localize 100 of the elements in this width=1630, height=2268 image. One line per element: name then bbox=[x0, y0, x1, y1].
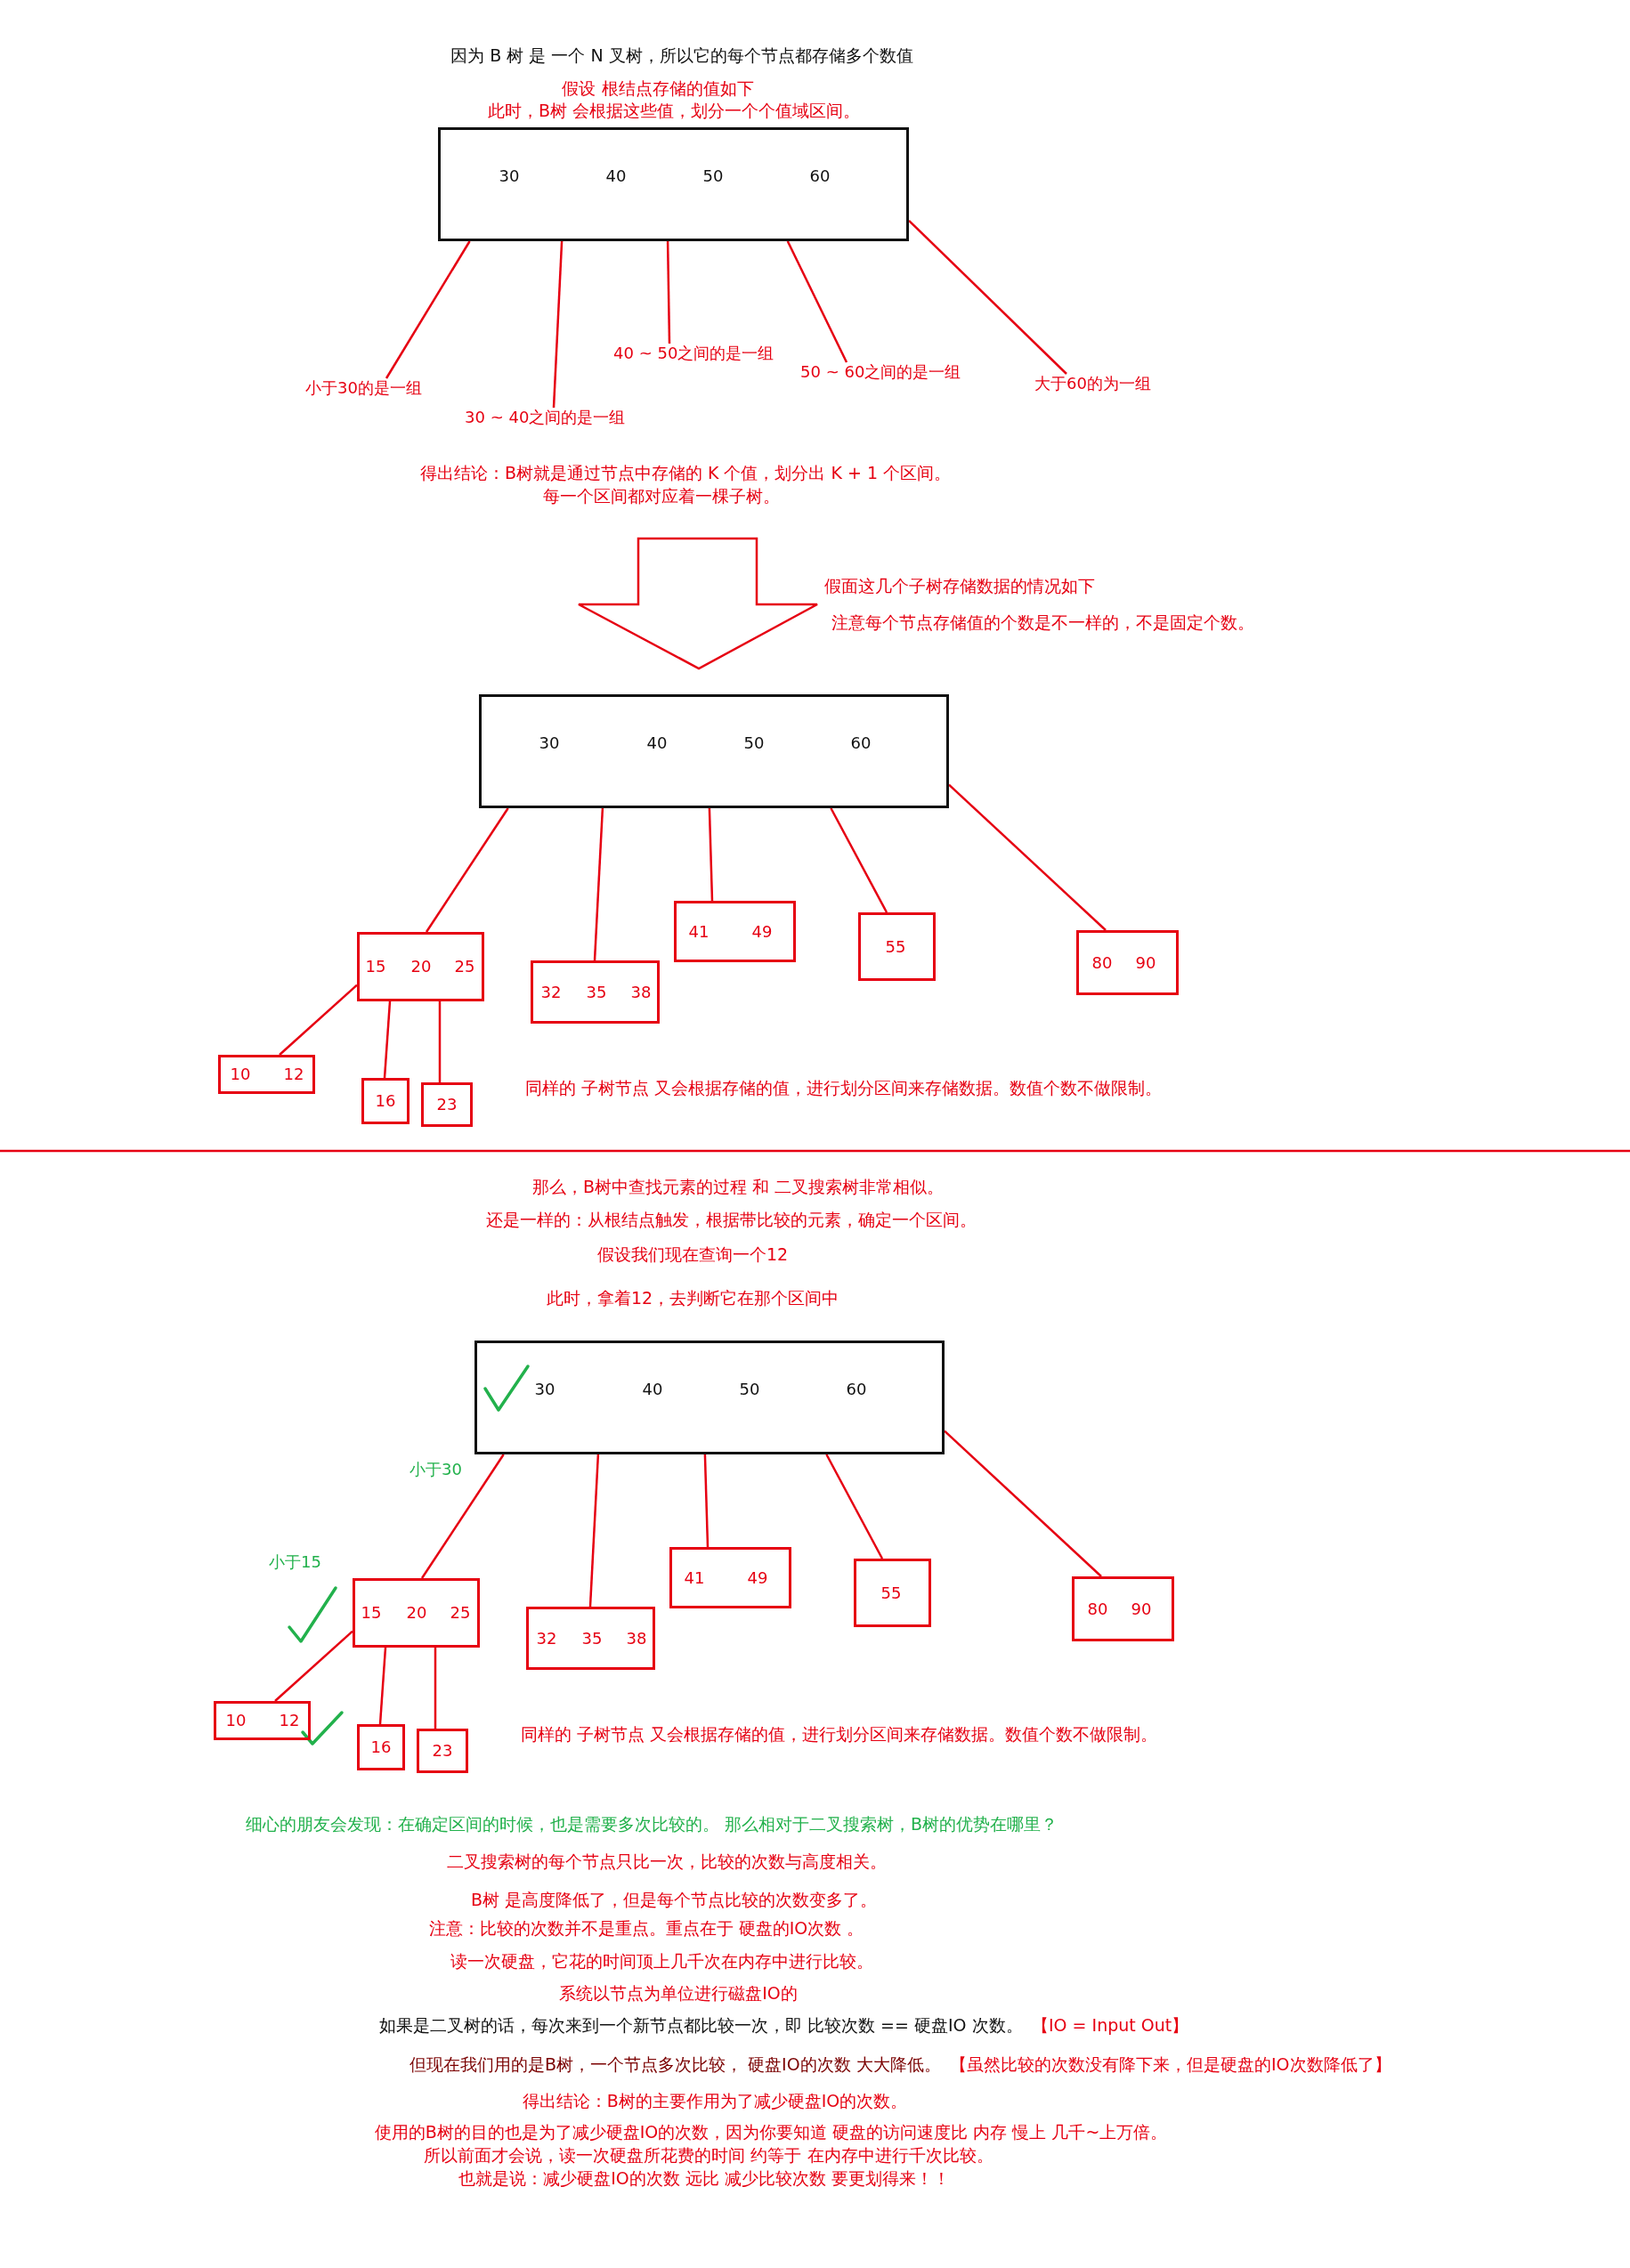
key-value: 49 bbox=[751, 921, 773, 942]
child-node-box bbox=[357, 932, 484, 1001]
heading: 因为 B 树 是 一个 N 叉树，所以它的每个节点都存储多个数值 bbox=[450, 45, 913, 66]
branch-line bbox=[948, 783, 1107, 931]
note-text: 得出结论：B树就是通过节点中存储的 K 个值，划分出 K + 1 个区间。 bbox=[419, 462, 952, 483]
note-text: B树 是高度降低了，但是每个节点比较的次数变多了。 bbox=[470, 1889, 878, 1910]
child-node-box bbox=[218, 1055, 315, 1094]
note-text: 如果是二叉树的话，每次来到一个新节点都比较一次，即 比较次数 == 硬盘IO 次数。 bbox=[379, 2014, 1023, 2036]
key-value: 15 bbox=[365, 957, 386, 976]
range-label: 大于60的为一组 bbox=[1034, 374, 1151, 393]
edge-label: 小于30 bbox=[410, 1460, 462, 1479]
leader-line bbox=[385, 240, 471, 379]
key-value: 55 bbox=[885, 936, 906, 957]
child-node-box bbox=[214, 1701, 311, 1740]
note-text: 每一个区间都对应着一棵子树。 bbox=[543, 485, 780, 506]
child-node-box bbox=[669, 1547, 791, 1608]
child-node-box bbox=[421, 1082, 473, 1127]
child-node-box bbox=[417, 1729, 468, 1773]
note-text: 假面这几个子树存储数据的情况如下 bbox=[824, 575, 1095, 596]
key-value: 10 bbox=[230, 1065, 251, 1084]
key-value: 32 bbox=[540, 982, 562, 1002]
key-value: 25 bbox=[450, 1603, 471, 1623]
note-text: 此时，B树 会根据这些值，划分一个个值域区间。 bbox=[487, 100, 861, 121]
key-value: 16 bbox=[375, 1091, 396, 1111]
key-value: 16 bbox=[370, 1737, 392, 1757]
note-text: 注意每个节点存储值的个数是不一样的，不是固定个数。 bbox=[831, 612, 1254, 633]
note-text: 读一次硬盘，它花的时间顶上几千次在内存中进行比较。 bbox=[450, 1950, 873, 1972]
leader-line bbox=[666, 240, 671, 344]
child-node-box bbox=[1076, 930, 1179, 995]
key-value: 35 bbox=[586, 982, 607, 1002]
branch-line bbox=[383, 1000, 392, 1079]
note-text: 假设我们现在查询一个12 bbox=[596, 1243, 789, 1265]
note-text: 还是一样的：从根结点触发，根据带比较的元素，确定一个区间。 bbox=[485, 1209, 977, 1230]
child-node-box bbox=[353, 1578, 480, 1648]
root-node-box bbox=[438, 127, 909, 241]
key-value: 12 bbox=[279, 1711, 300, 1730]
key-value: 49 bbox=[747, 1567, 768, 1588]
branch-line bbox=[830, 807, 888, 913]
note-text: 所以前面才会说，读一次硬盘所花费的时间 约等于 在内存中进行千次比较。 bbox=[424, 2144, 993, 2166]
key-value: 32 bbox=[536, 1628, 557, 1648]
leader-line bbox=[786, 240, 848, 363]
key-value: 30 bbox=[539, 733, 560, 753]
note-text: 那么，B树中查找元素的过程 和 二叉搜索树非常相似。 bbox=[531, 1176, 945, 1197]
key-value: 38 bbox=[626, 1628, 647, 1648]
note-text: 【IO = Input Out】 bbox=[1032, 2014, 1189, 2036]
key-value: 20 bbox=[406, 1603, 427, 1623]
key-value: 40 bbox=[605, 166, 627, 186]
key-value: 80 bbox=[1087, 1599, 1108, 1619]
key-value: 12 bbox=[283, 1065, 304, 1084]
branch-line bbox=[593, 807, 604, 961]
child-node-box bbox=[357, 1724, 405, 1770]
child-node-box bbox=[526, 1607, 655, 1670]
note-text: 同样的 子树节点 又会根据存储的值，进行划分区间来存储数据。数值个数不做限制。 bbox=[525, 1077, 1163, 1098]
key-value: 10 bbox=[225, 1711, 247, 1730]
key-value: 23 bbox=[436, 1095, 458, 1114]
key-value: 60 bbox=[850, 733, 872, 753]
key-value: 40 bbox=[642, 1380, 663, 1399]
branch-line bbox=[438, 1001, 442, 1082]
branch-line bbox=[274, 1630, 353, 1702]
key-value: 35 bbox=[581, 1628, 603, 1648]
key-value: 40 bbox=[646, 733, 668, 753]
key-value: 41 bbox=[684, 1567, 705, 1588]
key-value: 30 bbox=[534, 1380, 555, 1399]
key-value: 15 bbox=[361, 1603, 382, 1623]
child-node-box bbox=[531, 960, 660, 1024]
child-node-box bbox=[854, 1559, 931, 1627]
note-text: 使用的B树的目的也是为了减少硬盘IO的次数，因为你要知道 硬盘的访问速度比 内存 慢上 几千~上万倍。 bbox=[374, 2121, 1168, 2142]
range-label: 40 ~ 50之间的是一组 bbox=[613, 344, 774, 363]
branch-line bbox=[588, 1454, 600, 1608]
range-label: 30 ~ 40之间的是一组 bbox=[465, 408, 626, 427]
note-text: 假设 根结点存储的值如下 bbox=[562, 77, 754, 99]
note-text: 细心的朋友会发现：在确定区间的时候，也是需要多次比较的。 那么相对于二叉搜索树，B树的优势在哪里？ bbox=[246, 1813, 1058, 1835]
child-node-box bbox=[674, 901, 796, 962]
branch-line bbox=[420, 1454, 505, 1579]
note-text: 也就是说：减少硬盘IO的次数 远比 减少比较次数 要更划得来！！ bbox=[458, 2167, 950, 2189]
note-text: 但现在我们用的是B树，一个节点多次比较， 硬盘IO的次数 大大降低。 bbox=[410, 2053, 941, 2075]
key-value: 50 bbox=[743, 733, 765, 753]
branch-line bbox=[434, 1648, 437, 1729]
key-value: 50 bbox=[702, 166, 724, 186]
edge-label: 小于15 bbox=[269, 1552, 321, 1572]
note-text: 同样的 子树节点 又会根据存储的值，进行划分区间来存储数据。数值个数不做限制。 bbox=[521, 1723, 1158, 1745]
key-value: 23 bbox=[432, 1741, 453, 1761]
note-text: 系统以节点为单位进行磁盘IO的 bbox=[559, 1982, 798, 2004]
branch-line bbox=[825, 1454, 884, 1559]
branch-line bbox=[708, 807, 714, 902]
key-value: 80 bbox=[1091, 952, 1113, 973]
key-value: 38 bbox=[630, 982, 652, 1002]
branch-line bbox=[425, 807, 509, 933]
child-node-box bbox=[1072, 1576, 1174, 1641]
key-value: 25 bbox=[454, 957, 475, 976]
note-text: 此时，拿着12，去判断它在那个区间中 bbox=[546, 1287, 839, 1308]
child-node-box bbox=[858, 912, 936, 981]
branch-line bbox=[703, 1454, 710, 1548]
note-text: 得出结论：B树的主要作用为了减少硬盘IO的次数。 bbox=[522, 2090, 908, 2111]
child-node-box bbox=[361, 1078, 410, 1124]
root-node-box bbox=[479, 694, 949, 808]
leader-line bbox=[552, 240, 564, 409]
note-text: 二叉搜索树的每个节点只比一次，比较的次数与高度相关。 bbox=[447, 1851, 887, 1872]
key-value: 41 bbox=[688, 921, 710, 942]
branch-line bbox=[279, 984, 358, 1056]
